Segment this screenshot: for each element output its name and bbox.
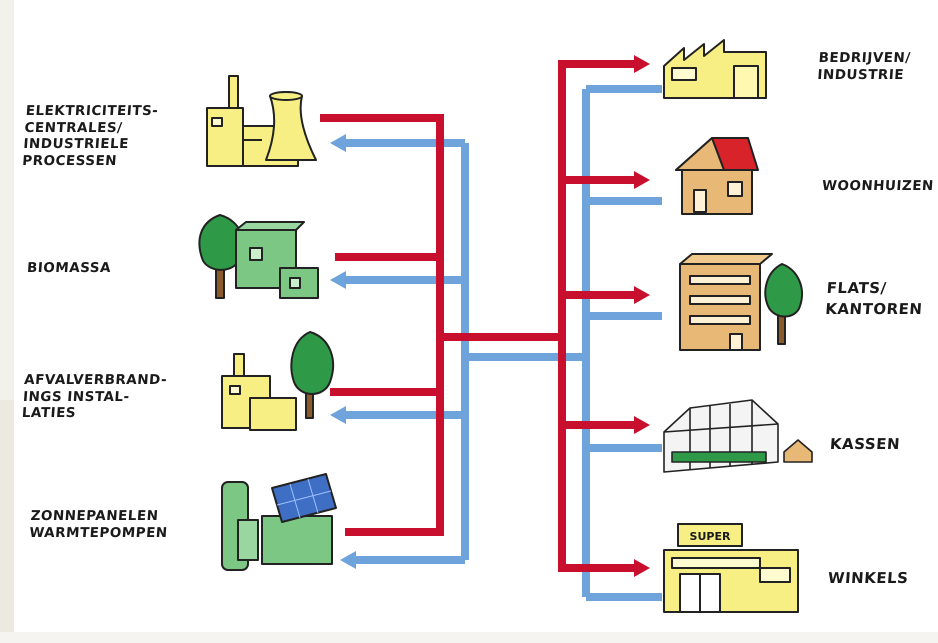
source-label-power-plants: ELEKTRICITEITS- CENTRALES/ INDUSTRIELE P… bbox=[21, 103, 159, 169]
consumer-label-greenhouses: KASSEN bbox=[829, 435, 901, 453]
consumer-label-flats-offices: FLATS/ KANTOREN bbox=[824, 279, 924, 318]
frame-bottom bbox=[0, 632, 938, 643]
consumer-label-houses: WOONHUIZEN bbox=[821, 178, 935, 194]
biomass-plant-icon bbox=[198, 214, 319, 299]
return-network bbox=[342, 85, 662, 601]
supply-network bbox=[320, 60, 636, 572]
power-plant-icon bbox=[206, 75, 317, 167]
source-label-biomass: BIOMASSA bbox=[26, 260, 112, 276]
apartment-icon bbox=[679, 253, 803, 351]
source-label-waste-incineration: AFVALVERBRAND- INGS INSTAL- LATIES bbox=[21, 372, 168, 421]
return-arrowheads bbox=[330, 134, 356, 569]
source-label-solar-heatpumps: ZONNEPANELEN WARMTEPOMPEN bbox=[28, 508, 169, 541]
solar-heatpump-icon bbox=[221, 473, 337, 571]
house-icon bbox=[675, 137, 759, 215]
consumer-label-industry: BEDRIJVEN/ INDUSTRIE bbox=[816, 50, 912, 83]
shop-icon bbox=[663, 523, 799, 613]
shop-sign: SUPER bbox=[690, 530, 731, 543]
supply-arrowheads bbox=[634, 55, 650, 577]
waste-incinerator-icon bbox=[221, 331, 335, 431]
greenhouse-icon bbox=[663, 399, 813, 473]
frame-shadow bbox=[0, 400, 14, 643]
factory-icon bbox=[663, 39, 767, 99]
consumer-label-shops: WINKELS bbox=[827, 569, 910, 587]
